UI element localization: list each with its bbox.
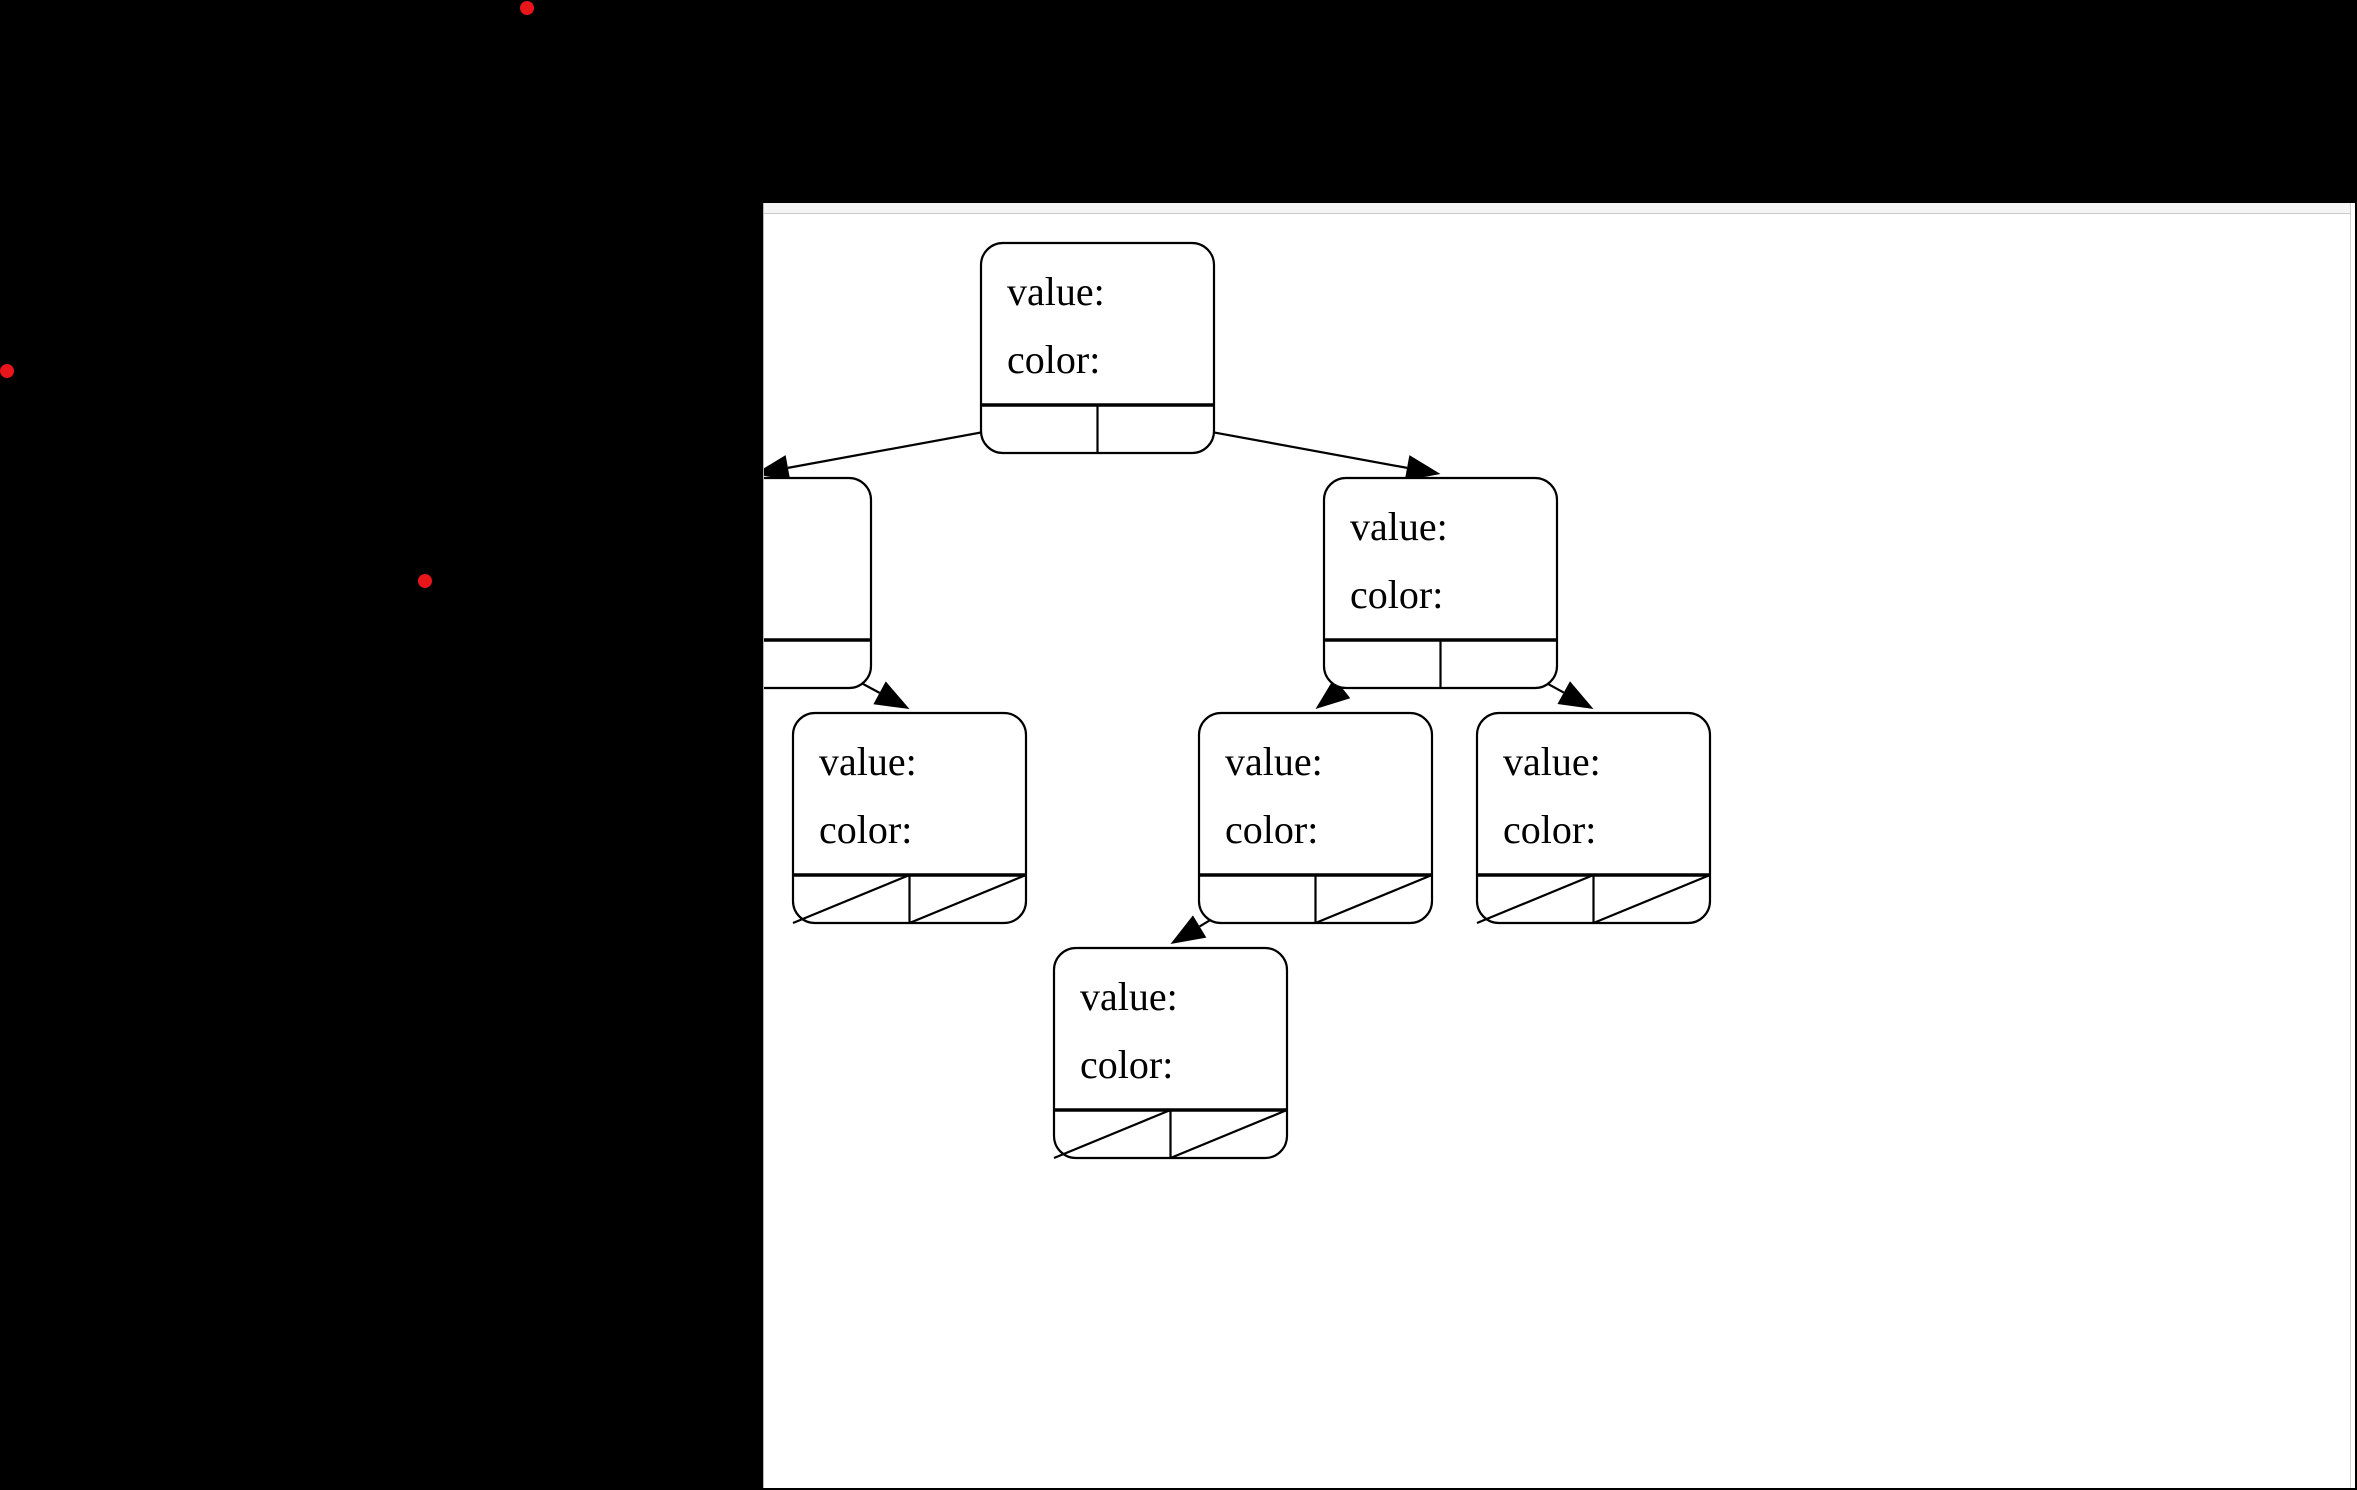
node-right-null-pointer-slash <box>1315 873 1433 925</box>
binary-tree-diagram: value: color: value: color: value: color: valu… <box>764 241 1712 1160</box>
node-color-label: color: <box>1503 807 1596 852</box>
node-left-null-pointer-slash <box>1053 1108 1171 1160</box>
node-left-null-pointer-slash <box>792 873 910 925</box>
red-dot-top <box>520 1 534 15</box>
node-color-label: color: <box>1080 1042 1173 1087</box>
tree-node-leaf-d[interactable]: value: color: <box>1052 946 1289 1160</box>
red-dot-middle <box>418 574 432 588</box>
edge-arrowhead <box>873 681 910 709</box>
node-value-label: value: <box>1080 974 1178 1019</box>
node-outline <box>764 476 873 690</box>
node-color-label: color: <box>1007 337 1100 382</box>
content-panel: value: color: value: color: value: color: valu… <box>763 203 2355 1488</box>
node-color-label: color: <box>819 807 912 852</box>
panel-top-strip <box>764 203 2355 214</box>
node-color-label: color: <box>1225 807 1318 852</box>
node-value-label: value: <box>1503 739 1601 784</box>
tree-node-leaf-c[interactable]: value: color: <box>1475 711 1712 925</box>
node-right-null-pointer-slash <box>1593 873 1711 925</box>
node-value-label: value: <box>1350 504 1448 549</box>
node-color-label: color: <box>1350 572 1443 617</box>
edge-arrowhead <box>1315 677 1351 709</box>
tree-node-right-child[interactable]: value: color: <box>1322 476 1559 690</box>
panel-scrollbar-rail[interactable] <box>2350 203 2355 1488</box>
tree-node-leaf-a[interactable]: value: color: <box>791 711 1028 925</box>
node-right-null-pointer-slash <box>1170 1108 1288 1160</box>
edge-arrowhead <box>1170 915 1207 944</box>
red-dot-left <box>0 364 14 378</box>
edge-arrowhead <box>764 455 791 481</box>
node-left-null-pointer-slash <box>1476 873 1594 925</box>
edge-arrowhead <box>1404 455 1441 481</box>
tree-node-left-child[interactable]: value:color: <box>764 476 873 690</box>
edge-arrowhead <box>1557 681 1594 709</box>
node-value-label: value: <box>1007 269 1105 314</box>
node-right-null-pointer-slash <box>909 873 1027 925</box>
node-value-label: value: <box>819 739 917 784</box>
node-value-label: value: <box>1225 739 1323 784</box>
tree-node-root[interactable]: value: color: <box>979 241 1216 455</box>
tree-node-leaf-b[interactable]: value: color: <box>1197 711 1434 925</box>
